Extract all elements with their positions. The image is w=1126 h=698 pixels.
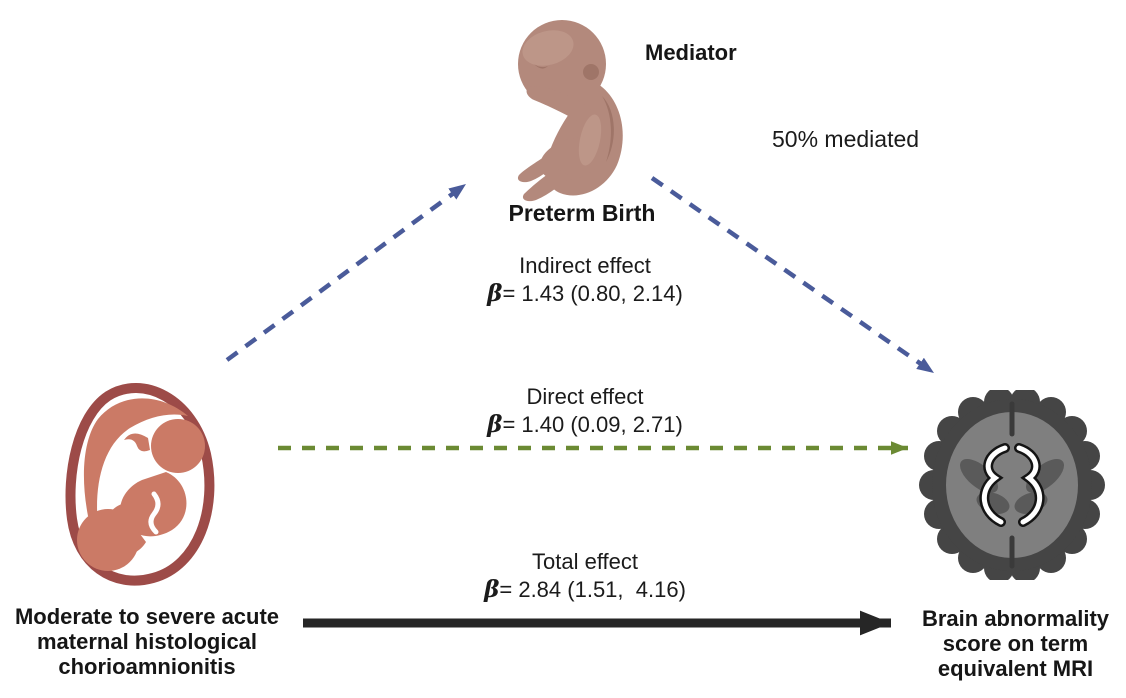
direct-effect-estimate: = 1.40 (0.09, 2.71) (502, 412, 683, 437)
brain-ventricles (979, 443, 1045, 527)
indirect-path-a-arrow (225, 182, 468, 362)
total-effect-value: β= 2.84 (1.51, 4.16) (455, 576, 715, 604)
direct-effect-title: Direct effect (526, 384, 644, 409)
mediator-role-label: Mediator (645, 40, 737, 65)
beta-symbol: β (487, 411, 503, 438)
beta-symbol: β (484, 576, 500, 603)
fetus-illustration (517, 20, 623, 202)
exposure-label-line2: maternal histological (36, 629, 258, 654)
fetus-shading-shapes (534, 64, 614, 162)
outcome-label-line2: score on term (942, 631, 1089, 656)
mediator-name-label: Preterm Birth (508, 200, 656, 226)
indirect-effect-value: β= 1.43 (0.80, 2.14) (455, 280, 715, 308)
total-effect-title: Total effect (532, 549, 638, 574)
direct-effect-block: Direct effect β= 1.40 (0.09, 2.71) (455, 383, 715, 439)
outcome-label-line1: Brain abnormality (921, 606, 1110, 631)
exposure-label-line3: chorioamnionitis (58, 654, 236, 679)
womb-inner-shapes (77, 398, 205, 571)
total-effect-estimate: = 2.84 (1.51, 4.16) (499, 577, 686, 602)
umbilical-cord-line (148, 491, 161, 535)
pregnant-womb-illustration (65, 383, 215, 586)
fetus-highlight-shapes (522, 30, 602, 166)
indirect-path-b-arrow (650, 176, 936, 375)
exposure-label: Moderate to severe acute maternal histol… (7, 604, 287, 679)
direct-effect-value: β= 1.40 (0.09, 2.71) (455, 411, 715, 439)
brain-mri-axial-illustration (919, 390, 1105, 580)
indirect-effect-block: Indirect effect β= 1.43 (0.80, 2.14) (455, 252, 715, 308)
mediation-percent-note: 50% mediated (772, 126, 920, 152)
beta-symbol: β (487, 280, 503, 307)
indirect-effect-title: Indirect effect (519, 253, 651, 278)
indirect-effect-estimate: = 1.43 (0.80, 2.14) (502, 281, 683, 306)
outcome-label-line3: equivalent MRI (937, 656, 1094, 681)
outcome-label: Brain abnormality score on term equivale… (913, 606, 1118, 681)
exposure-label-line1: Moderate to severe acute (14, 604, 280, 629)
brain-cortex (946, 412, 1078, 558)
total-effect-block: Total effect β= 2.84 (1.51, 4.16) (455, 548, 715, 604)
